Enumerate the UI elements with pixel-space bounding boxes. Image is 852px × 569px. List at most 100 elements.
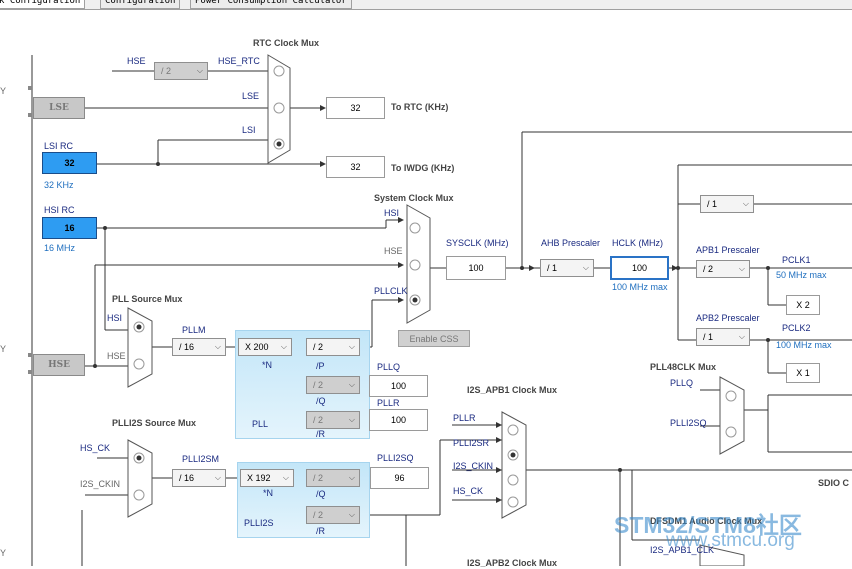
pclk2-max: 100 MHz max — [776, 340, 832, 350]
sysclk-input[interactable]: 100 — [446, 256, 506, 280]
pllq-value: 100 — [369, 375, 428, 397]
iwdg-out-label: To IWDG (KHz) — [391, 163, 455, 173]
pllq-out-label: PLLQ — [377, 362, 401, 372]
sysmux-in-hsi: HSI — [384, 208, 400, 218]
plli2sm-label: PLLI2SM — [182, 454, 220, 464]
lsi-freq: 32 KHz — [44, 180, 74, 190]
pllq-divider-label: /Q — [316, 396, 326, 406]
pllr-value: 100 — [369, 409, 428, 431]
apb2-prescaler-select[interactable]: / 1⌵ — [696, 328, 750, 346]
pclk1-max: 50 MHz max — [776, 270, 827, 280]
chevron-down-icon: ⌵ — [738, 264, 745, 273]
pllr-select[interactable]: / 2⌵ — [306, 411, 360, 429]
enable-css-button[interactable]: Enable CSS — [398, 330, 470, 347]
hclk-label: HCLK (MHz) — [612, 238, 663, 248]
top-divider-select[interactable]: / 1⌵ — [700, 195, 754, 213]
rtc-value: 32 — [326, 97, 385, 119]
chevron-down-icon: ⌵ — [348, 380, 355, 389]
plli2sn-select[interactable]: X 192⌵ — [240, 469, 294, 487]
apb2-prescaler-label: APB2 Prescaler — [696, 313, 760, 323]
tab-configuration[interactable]: Configuration — [100, 0, 181, 9]
chevron-down-icon: ⌵ — [214, 473, 221, 482]
pll-name: PLL — [252, 419, 269, 429]
rtc-in-lse: LSE — [242, 91, 260, 101]
plli2ssrc-in-i2sckin: I2S_CKIN — [80, 479, 121, 489]
sysclk-mux-title: System Clock Mux — [374, 193, 454, 203]
lse-oscillator[interactable]: LSE — [33, 97, 85, 119]
hsi-freq: 16 MHz — [44, 243, 76, 253]
hse-oscillator[interactable]: HSE — [33, 354, 85, 376]
sysmux-in-hse: HSE — [384, 246, 403, 256]
dfsdm-mux-title: DFSDM1 Audio Clock Mux — [650, 516, 763, 526]
iwdg-value: 32 — [326, 156, 385, 178]
plli2sq-out-label: PLLI2SQ — [377, 453, 414, 463]
lsi-oscillator[interactable]: 32 — [42, 152, 97, 174]
plli2sq-value: 96 — [370, 467, 429, 489]
ahb-prescaler-select[interactable]: / 1⌵ — [540, 259, 594, 277]
apb1-timer-multiplier: X 2 — [786, 295, 820, 315]
sysmux-in-pllclk: PLLCLK — [374, 286, 408, 296]
plln-label: *N — [262, 360, 273, 370]
chevron-down-icon: ⌵ — [348, 415, 355, 424]
chevron-down-icon: ⌵ — [280, 342, 287, 351]
plli2sr-divider-label: /R — [316, 526, 325, 536]
hsi-oscillator[interactable]: 16 — [42, 217, 97, 239]
sdio-title: SDIO C — [818, 478, 850, 488]
lsi-title: LSI RC — [44, 141, 74, 151]
pllp-select[interactable]: / 2⌵ — [306, 338, 360, 356]
chevron-down-icon: ⌵ — [214, 342, 221, 351]
pclk2-label: PCLK2 — [782, 323, 811, 333]
watermark-text: STM32/STM8社区 — [614, 512, 802, 538]
pllm-label: PLLM — [182, 325, 206, 335]
chevron-down-icon: ⌵ — [348, 473, 355, 482]
hse-rtc-divider[interactable]: / 2⌵ — [154, 62, 208, 80]
i2s1-in-hsck: HS_CK — [453, 486, 484, 496]
watermark-url: www.stmcu.org — [666, 530, 795, 551]
hclk-input[interactable]: 100 — [610, 256, 669, 280]
rtc-out-label: To RTC (KHz) — [391, 102, 449, 112]
pllr-divider-label: /R — [316, 429, 325, 439]
dfsdm-in: I2S_APB1_CLK — [650, 545, 715, 555]
pllp-label: /P — [316, 361, 325, 371]
pll48-in-plli2sq: PLLI2SQ — [670, 418, 707, 428]
i2s-apb1-mux-title: I2S_APB1 Clock Mux — [467, 385, 558, 395]
pllm-select[interactable]: / 16⌵ — [172, 338, 226, 356]
pll48-in-pllq: PLLQ — [670, 378, 694, 388]
plli2sq-select[interactable]: / 2⌵ — [306, 469, 360, 487]
apb2-timer-multiplier: X 1 — [786, 363, 820, 383]
hclk-max: 100 MHz max — [612, 282, 668, 292]
rtc-mux-title: RTC Clock Mux — [253, 38, 320, 48]
apb1-prescaler-select[interactable]: / 2⌵ — [696, 260, 750, 278]
rtc-in-hse: HSE — [127, 56, 146, 66]
chevron-down-icon: ⌵ — [738, 332, 745, 341]
hsi-title: HSI RC — [44, 205, 75, 215]
chevron-down-icon: ⌵ — [348, 510, 355, 519]
chevron-down-icon: ⌵ — [742, 199, 749, 208]
pllq-select[interactable]: / 2⌵ — [306, 376, 360, 394]
plli2sm-select[interactable]: / 16⌵ — [172, 469, 226, 487]
pclk1-label: PCLK1 — [782, 255, 811, 265]
plln-select[interactable]: X 200⌵ — [238, 338, 292, 356]
tab-power-consumption[interactable]: Power Consumption Calculator — [190, 0, 352, 9]
chevron-down-icon: ⌵ — [196, 66, 203, 75]
rtc-in-hse-rtc: HSE_RTC — [218, 56, 260, 66]
plli2s-source-mux-title: PLLI2S Source Mux — [112, 418, 197, 428]
pll-source-mux-title: PLL Source Mux — [112, 294, 183, 304]
plli2sq-divider-label: /Q — [316, 489, 326, 499]
plli2sr-select[interactable]: / 2⌵ — [306, 506, 360, 524]
chevron-down-icon: ⌵ — [348, 342, 355, 351]
i2s1-in-plli2sr: PLLI2SR — [453, 438, 490, 448]
tab-bar: k Configuration Configuration Power Cons… — [0, 0, 852, 10]
apb1-prescaler-label: APB1 Prescaler — [696, 245, 760, 255]
sysclk-label: SYSCLK (MHz) — [446, 238, 509, 248]
ahb-prescaler-label: AHB Prescaler — [541, 238, 601, 248]
plli2sn-label: *N — [263, 488, 274, 498]
tab-clock-configuration[interactable]: k Configuration — [0, 0, 86, 9]
plli2ssrc-in-hsck: HS_CK — [80, 443, 111, 453]
i2s1-in-pllr: PLLR — [453, 413, 476, 423]
rtc-in-lsi: LSI — [242, 125, 256, 135]
i2s-apb2-mux-title: I2S_APB2 Clock Mux — [467, 558, 558, 568]
pll48clk-mux-title: PLL48CLK Mux — [650, 362, 717, 372]
plli2s-name: PLLI2S — [244, 518, 274, 528]
